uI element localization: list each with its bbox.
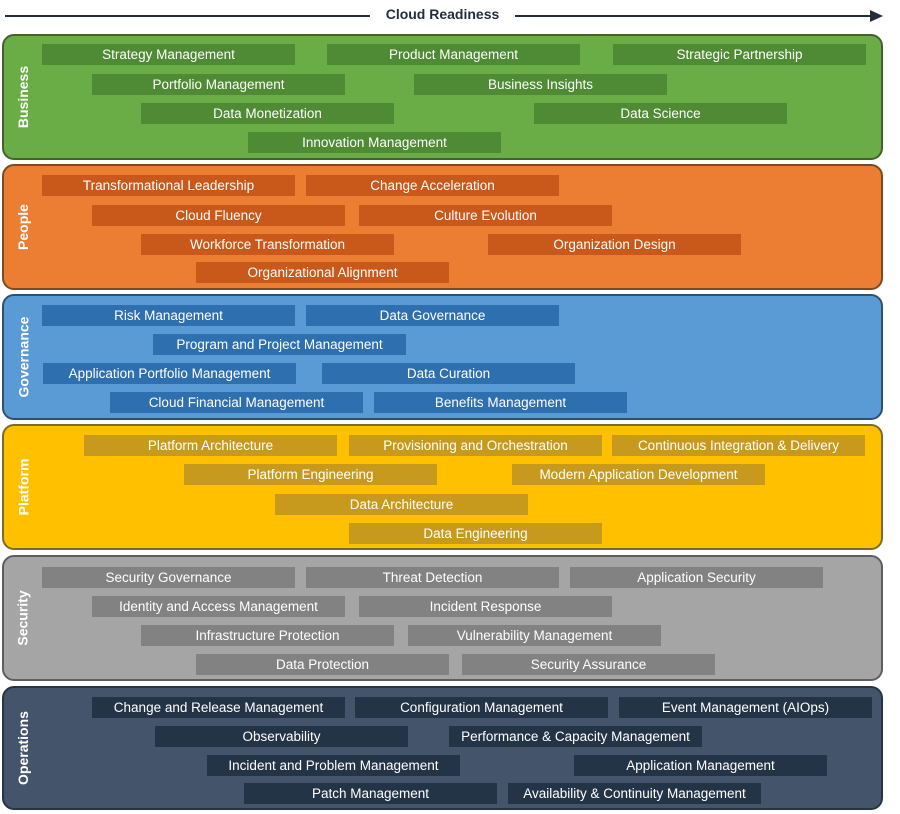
governance-label: Governance — [15, 316, 31, 398]
people-band: People Transformational Leadership Chang… — [2, 164, 883, 290]
arrow-head-icon — [870, 10, 883, 22]
business-band: Business Strategy Management Product Man… — [2, 34, 883, 160]
capability-modern-application-development: Modern Application Development — [512, 464, 765, 485]
cloud-readiness-header: Cloud Readiness — [0, 0, 900, 32]
capability-application-security: Application Security — [570, 567, 823, 588]
capability-culture-evolution: Culture Evolution — [359, 205, 612, 226]
capability-data-curation: Data Curation — [322, 363, 575, 384]
capability-security-governance: Security Governance — [42, 567, 295, 588]
capability-observability: Observability — [155, 726, 408, 747]
capability-transformational-leadership: Transformational Leadership — [42, 175, 295, 196]
capability-program-and-project-management: Program and Project Management — [153, 334, 406, 355]
platform-band: Platform Platform Architecture Provision… — [2, 424, 883, 550]
capability-data-protection: Data Protection — [196, 654, 449, 675]
arrow-line-right — [515, 15, 872, 17]
capability-data-monetization: Data Monetization — [141, 103, 394, 124]
security-label: Security — [15, 590, 31, 646]
security-band: Security Security Governance Threat Dete… — [2, 555, 883, 681]
operations-band: Operations Change and Release Management… — [2, 686, 883, 810]
capability-cloud-fluency: Cloud Fluency — [92, 205, 345, 226]
operations-label: Operations — [15, 711, 31, 785]
capability-data-architecture: Data Architecture — [275, 494, 528, 515]
capability-infrastructure-protection: Infrastructure Protection — [141, 625, 394, 646]
capability-configuration-management: Configuration Management — [355, 697, 608, 718]
governance-band: Governance Risk Management Data Governan… — [2, 294, 883, 420]
capability-benefits-management: Benefits Management — [374, 392, 627, 413]
capability-performance-and-capacity-management: Performance & Capacity Management — [449, 726, 702, 747]
capability-data-science: Data Science — [534, 103, 787, 124]
capability-data-governance: Data Governance — [306, 305, 559, 326]
capability-cloud-financial-management: Cloud Financial Management — [110, 392, 363, 413]
capability-provisioning-and-orchestration: Provisioning and Orchestration — [349, 435, 602, 456]
capability-continuous-integration-and-delivery: Continuous Integration & Delivery — [612, 435, 865, 456]
capability-business-insights: Business Insights — [414, 74, 667, 95]
people-label: People — [15, 204, 31, 250]
capability-workforce-transformation: Workforce Transformation — [141, 234, 394, 255]
capability-organization-design: Organization Design — [488, 234, 741, 255]
capability-application-management: Application Management — [574, 755, 827, 776]
business-label: Business — [15, 65, 31, 129]
capability-strategy-management: Strategy Management — [42, 44, 295, 65]
arrow-line-left — [5, 15, 370, 17]
capability-platform-engineering: Platform Engineering — [184, 464, 437, 485]
capability-security-assurance: Security Assurance — [462, 654, 715, 675]
capability-platform-architecture: Platform Architecture — [84, 435, 337, 456]
capability-incident-response: Incident Response — [359, 596, 612, 617]
capability-availability-and-continuity-management: Availability & Continuity Management — [508, 783, 761, 804]
capability-innovation-management: Innovation Management — [248, 132, 501, 153]
capability-event-management-aiops: Event Management (AIOps) — [619, 697, 872, 718]
capability-identity-and-access-management: Identity and Access Management — [92, 596, 345, 617]
capability-application-portfolio-management: Application Portfolio Management — [43, 363, 296, 384]
capability-patch-management: Patch Management — [244, 783, 497, 804]
capability-organizational-alignment: Organizational Alignment — [196, 262, 449, 283]
capability-change-and-release-management: Change and Release Management — [92, 697, 345, 718]
platform-label: Platform — [15, 458, 32, 516]
capability-vulnerability-management: Vulnerability Management — [408, 625, 661, 646]
capability-threat-detection: Threat Detection — [306, 567, 559, 588]
capability-risk-management: Risk Management — [42, 305, 295, 326]
capability-portfolio-management: Portfolio Management — [92, 74, 345, 95]
capability-strategic-partnership: Strategic Partnership — [613, 44, 866, 65]
capability-incident-and-problem-management: Incident and Problem Management — [207, 755, 460, 776]
capability-change-acceleration: Change Acceleration — [306, 175, 559, 196]
diagram-title: Cloud Readiness — [385, 6, 500, 22]
capability-product-management: Product Management — [327, 44, 580, 65]
capability-data-engineering: Data Engineering — [349, 523, 602, 544]
